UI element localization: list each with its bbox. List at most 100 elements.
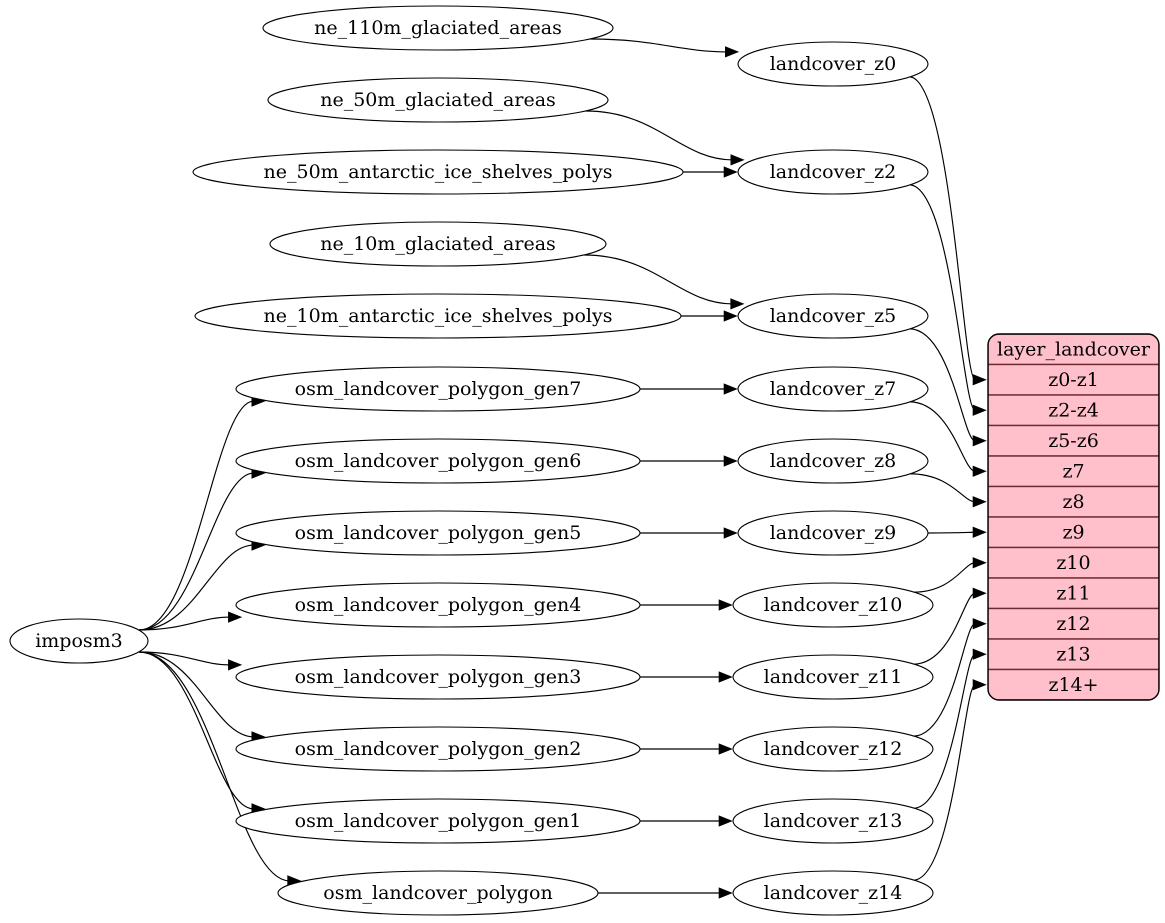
arrowhead-imposm3-to-osm_landcover_polygon_gen4: [228, 611, 243, 623]
node-osm_landcover_polygon_gen1[interactable]: osm_landcover_polygon_gen1: [235, 798, 641, 844]
node-osm_landcover_polygon_gen5[interactable]: osm_landcover_polygon_gen5: [235, 510, 641, 556]
node-shape-osm_landcover_polygon_gen7: [235, 366, 641, 412]
node-label-osm_landcover_polygon_gen6: osm_landcover_polygon_gen6: [295, 450, 582, 472]
edge-landcover_z0-to-z0-z1: [908, 76, 976, 381]
arrowhead-ne_50m_glaciated_areas-to-landcover_z2: [730, 154, 745, 166]
node-label-landcover_z11: landcover_z11: [764, 666, 903, 688]
table-row-z9[interactable]: [988, 516, 1159, 549]
edge-landcover_z5-to-z5-z6: [908, 328, 976, 442]
node-label-landcover_z13: landcover_z13: [764, 810, 903, 832]
node-shape-ne_50m_glaciated_areas: [267, 77, 609, 123]
arrowhead-ne_10m_antarctic_ice_shelves_polys-to-landcover_z5: [723, 310, 738, 322]
table-row-label-z12: z12: [1056, 613, 1090, 635]
node-shape-landcover_z13: [732, 798, 934, 844]
nodes-layer: imposm3 ne_110m_glaciated_areas ne_50m_gla…: [9, 5, 934, 916]
node-landcover_z14[interactable]: landcover_z14: [732, 870, 934, 916]
node-ne_50m_antarctic_ice_shelves_polys[interactable]: ne_50m_antarctic_ice_shelves_polys: [192, 149, 684, 195]
node-ne_110m_glaciated_areas[interactable]: ne_110m_glaciated_areas: [262, 5, 614, 51]
node-landcover_z13[interactable]: landcover_z13: [732, 798, 934, 844]
node-shape-ne_110m_glaciated_areas: [262, 5, 614, 51]
edge-landcover_z8-to-z8: [908, 473, 976, 503]
edge-ne_10m_glaciated_areas-to-landcover_z5: [584, 254, 733, 305]
node-osm_landcover_polygon_gen7[interactable]: osm_landcover_polygon_gen7: [235, 366, 641, 412]
arrowhead-landcover_z0-to-z0-z1: [972, 374, 987, 386]
node-imposm3[interactable]: imposm3: [9, 618, 149, 664]
node-shape-landcover_z11: [732, 654, 934, 700]
table-row-z7[interactable]: [988, 455, 1159, 488]
node-osm_landcover_polygon_gen2[interactable]: osm_landcover_polygon_gen2: [235, 726, 641, 772]
node-ne_10m_antarctic_ice_shelves_polys[interactable]: ne_10m_antarctic_ice_shelves_polys: [194, 293, 682, 339]
node-shape-landcover_z8: [737, 438, 929, 484]
node-osm_landcover_polygon_gen3[interactable]: osm_landcover_polygon_gen3: [235, 654, 641, 700]
table-row-z10[interactable]: [988, 546, 1159, 579]
node-label-ne_50m_glaciated_areas: ne_50m_glaciated_areas: [320, 89, 556, 111]
node-shape-landcover_z2: [737, 149, 929, 195]
node-landcover_z7[interactable]: landcover_z7: [737, 366, 929, 412]
edge-imposm3-to-osm_landcover_polygon_gen1: [139, 651, 254, 810]
node-shape-osm_landcover_polygon: [277, 870, 599, 916]
node-landcover_z0[interactable]: landcover_z0: [737, 41, 929, 87]
node-landcover_z5[interactable]: landcover_z5: [737, 293, 929, 339]
node-label-landcover_z8: landcover_z8: [770, 450, 897, 472]
arrowhead-landcover_z5-to-z5-z6: [972, 435, 987, 447]
node-label-osm_landcover_polygon_gen4: osm_landcover_polygon_gen4: [295, 594, 582, 616]
edge-landcover_z11-to-z11: [912, 592, 976, 665]
node-landcover_z11[interactable]: landcover_z11: [732, 654, 934, 700]
table-row-z14+[interactable]: [988, 668, 1159, 701]
node-landcover_z12[interactable]: landcover_z12: [732, 726, 934, 772]
edges-layer: [139, 38, 987, 899]
table-row-label-z9: z9: [1062, 521, 1084, 543]
node-label-ne_110m_glaciated_areas: ne_110m_glaciated_areas: [314, 17, 562, 39]
node-shape-ne_10m_glaciated_areas: [269, 221, 607, 267]
node-shape-imposm3: [9, 618, 149, 664]
table-row-z2-z4[interactable]: [988, 394, 1159, 427]
arrowhead-osm_landcover_polygon_gen7-to-landcover_z7: [723, 383, 738, 395]
table-row-z13[interactable]: [988, 638, 1159, 671]
node-ne_10m_glaciated_areas[interactable]: ne_10m_glaciated_areas: [269, 221, 607, 267]
node-osm_landcover_polygon[interactable]: osm_landcover_polygon: [277, 870, 599, 916]
node-osm_landcover_polygon_gen4[interactable]: osm_landcover_polygon_gen4: [235, 582, 641, 628]
arrowhead-osm_landcover_polygon_gen2-to-landcover_z12: [718, 743, 733, 755]
node-landcover_z2[interactable]: landcover_z2: [737, 149, 929, 195]
layer-landcover-table: layer_landcoverz0-z1z2-z4z5-z6z7z8z9z10z…: [987, 333, 1160, 701]
arrowhead-landcover_z9-to-z9: [972, 526, 987, 538]
edge-landcover_z13-to-z13: [912, 653, 976, 809]
edge-imposm3-to-osm_landcover_polygon_gen5: [139, 544, 254, 631]
table-row-label-z8: z8: [1062, 491, 1084, 513]
arrowhead-osm_landcover_polygon_gen6-to-landcover_z8: [723, 455, 738, 467]
table-row-z12[interactable]: [988, 607, 1159, 640]
node-landcover_z9[interactable]: landcover_z9: [737, 510, 929, 556]
node-ne_50m_glaciated_areas[interactable]: ne_50m_glaciated_areas: [267, 77, 609, 123]
node-label-landcover_z12: landcover_z12: [764, 738, 903, 760]
node-label-landcover_z0: landcover_z0: [770, 53, 897, 75]
edge-imposm3-to-osm_landcover_polygon_gen4: [139, 616, 231, 631]
node-shape-osm_landcover_polygon_gen2: [235, 726, 641, 772]
edge-imposm3-to-osm_landcover_polygon: [139, 651, 290, 882]
arrowhead-landcover_z11-to-z11: [972, 587, 987, 599]
edge-ne_50m_glaciated_areas-to-landcover_z2: [585, 110, 733, 161]
node-shape-landcover_z14: [732, 870, 934, 916]
node-label-imposm3: imposm3: [35, 630, 123, 652]
arrowhead-osm_landcover_polygon_gen5-to-landcover_z9: [723, 527, 738, 539]
node-label-ne_50m_antarctic_ice_shelves_polys: ne_50m_antarctic_ice_shelves_polys: [264, 161, 613, 183]
node-landcover_z8[interactable]: landcover_z8: [737, 438, 929, 484]
edge-imposm3-to-osm_landcover_polygon_gen3: [139, 651, 231, 666]
node-label-osm_landcover_polygon_gen2: osm_landcover_polygon_gen2: [295, 738, 582, 760]
node-label-osm_landcover_polygon: osm_landcover_polygon: [323, 882, 552, 904]
node-shape-landcover_z9: [737, 510, 929, 556]
node-label-landcover_z9: landcover_z9: [770, 522, 897, 544]
table-row-label-z14+: z14+: [1048, 674, 1098, 696]
table-row-z5-z6[interactable]: [988, 424, 1159, 457]
node-label-landcover_z10: landcover_z10: [764, 594, 903, 616]
node-shape-osm_landcover_polygon_gen1: [235, 798, 641, 844]
arrowhead-osm_landcover_polygon_gen4-to-landcover_z10: [718, 599, 733, 611]
edge-landcover_z14-to-z14+: [912, 684, 976, 881]
node-label-osm_landcover_polygon_gen1: osm_landcover_polygon_gen1: [295, 810, 582, 832]
node-shape-osm_landcover_polygon_gen5: [235, 510, 641, 556]
table-row-label-z10: z10: [1056, 552, 1090, 574]
node-landcover_z10[interactable]: landcover_z10: [732, 582, 934, 628]
node-osm_landcover_polygon_gen6[interactable]: osm_landcover_polygon_gen6: [235, 438, 641, 484]
edge-landcover_z12-to-z12: [912, 623, 976, 737]
